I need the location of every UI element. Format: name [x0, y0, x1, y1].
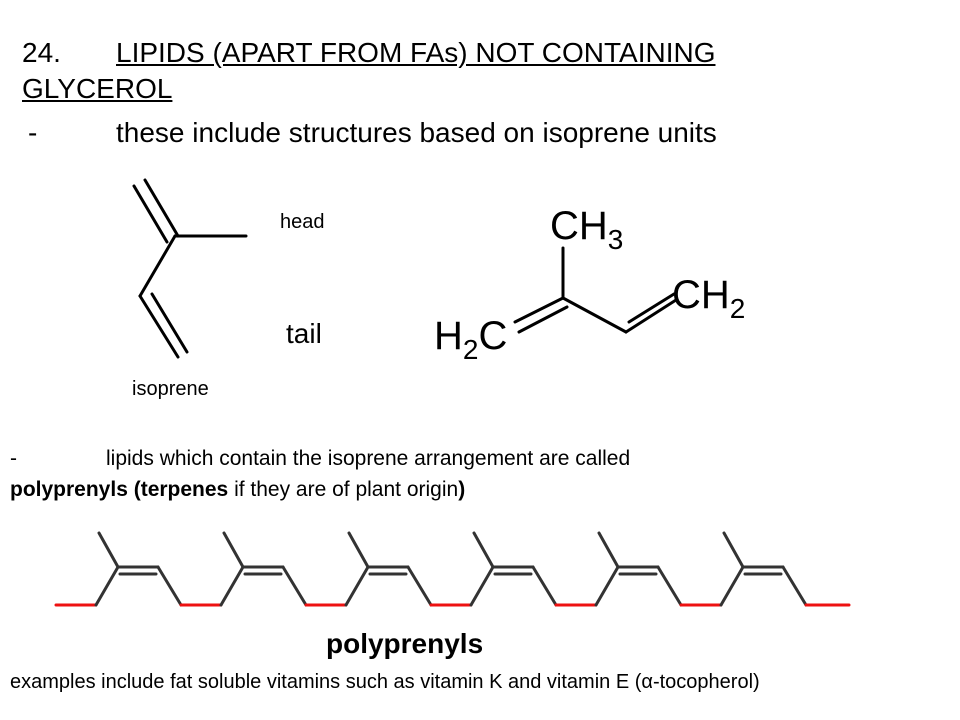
- ch2-group: CH2: [672, 273, 746, 324]
- chain-fall-bond: [781, 565, 808, 607]
- examples-footer: examples include fat soluble vitamins su…: [10, 671, 760, 693]
- chain-methyl-bond: [597, 531, 620, 569]
- section-number: 24.: [22, 37, 61, 68]
- chain-fall-bond: [406, 565, 433, 607]
- chain-rise-bond: [469, 565, 495, 607]
- polyprenyl-chain: [54, 531, 851, 607]
- chain-methyl-bond: [347, 531, 370, 569]
- paragraph-line-2: polyprenyls (terpenes if they are of pla…: [10, 478, 465, 502]
- chain-rise-bond: [344, 565, 370, 607]
- closing-paren: ): [458, 478, 466, 501]
- ch3-group: CH3: [550, 204, 624, 255]
- chain-rise-bond: [219, 565, 245, 607]
- head-label: head: [280, 211, 325, 233]
- polyprenyls-terpenes-bold: polyprenyls (terpenes: [10, 478, 229, 501]
- paragraph-bullet: -: [10, 447, 17, 470]
- chain-fall-bond: [281, 565, 308, 607]
- chain-fall-bond: [656, 565, 683, 607]
- paragraph-line-1: lipids which contain the isoprene arrang…: [106, 447, 631, 470]
- isoprene-skeletal-structure: [132, 178, 248, 359]
- isoprene-formula-bonds: [513, 246, 678, 334]
- h2c-group: H2C: [434, 314, 508, 365]
- heading-line-1: LIPIDS (APART FROM FAs) NOT CONTAINING: [116, 37, 716, 68]
- chain-fall-bond: [531, 565, 558, 607]
- chain-methyl-bond: [722, 531, 745, 569]
- plant-origin-text: if they are of plant origin: [228, 478, 459, 501]
- heading-line-3: these include structures based on isopre…: [116, 117, 717, 148]
- chain-fall-bond: [156, 565, 183, 607]
- chain-rise-bond: [94, 565, 120, 607]
- heading-line-2: GLYCEROL: [22, 73, 173, 104]
- tail-label: tail: [286, 318, 322, 349]
- chain-methyl-bond: [472, 531, 495, 569]
- chain-methyl-bond: [222, 531, 245, 569]
- chain-rise-bond: [719, 565, 745, 607]
- polyprenyls-label: polyprenyls: [326, 628, 484, 659]
- isoprene-label: isoprene: [132, 378, 209, 400]
- heading-bullet: -: [28, 117, 38, 148]
- chain-rise-bond: [594, 565, 620, 607]
- chain-methyl-bond: [97, 531, 120, 569]
